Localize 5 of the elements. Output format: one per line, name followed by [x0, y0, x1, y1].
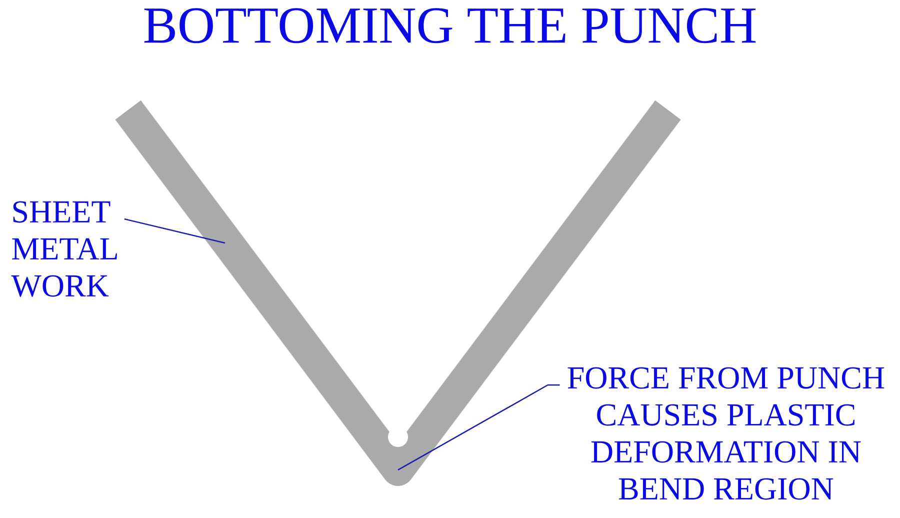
- title: BOTTOMING THE PUNCH: [144, 8, 756, 44]
- part-label: SHEET METAL WORK: [11, 201, 117, 297]
- leader-line: [398, 384, 560, 471]
- leader-line: [124, 218, 226, 244]
- callout-text: FORCE FROM PUNCH CAUSES PLASTIC DEFORMATION IN BEND REGION: [568, 367, 884, 500]
